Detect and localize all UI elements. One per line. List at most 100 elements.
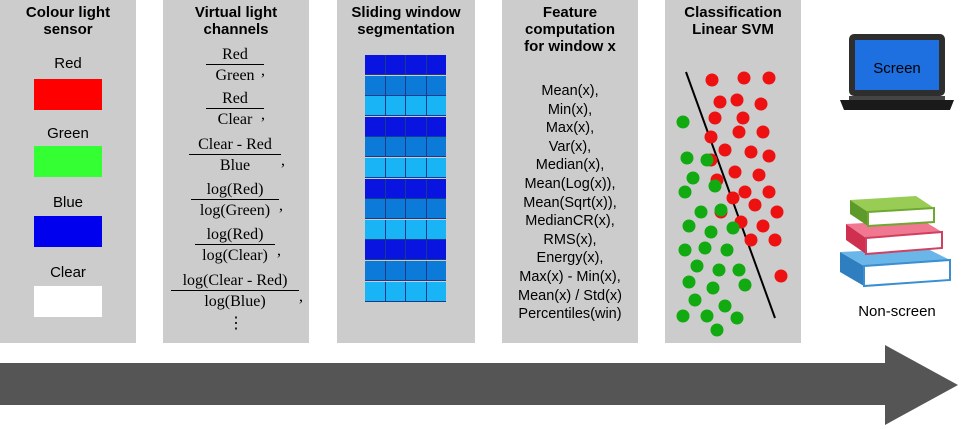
blue-swatch: [34, 216, 102, 247]
window-cell: [406, 240, 427, 261]
fraction-numerator: log(Red): [206, 181, 264, 198]
feature-item: Mean(x) / Std(x): [518, 287, 622, 304]
comma: ,: [299, 288, 303, 305]
window-cell: [406, 158, 427, 178]
non-screen-label: Non-screen: [858, 303, 936, 320]
window-cell: [406, 199, 427, 220]
fraction-bar: [195, 244, 275, 245]
window-cell: [365, 96, 386, 117]
window-cell: [365, 158, 386, 178]
window-row: [365, 199, 446, 220]
fraction-denominator: Green: [215, 67, 255, 84]
process-arrow: [0, 345, 958, 425]
window-cell: [365, 240, 386, 261]
fraction-bar: [171, 290, 299, 291]
window-cell: [406, 137, 427, 158]
virtual-title-line2: channels: [203, 21, 269, 38]
green-point: [710, 323, 724, 337]
green-channel-label: Green: [47, 125, 89, 142]
feature-item: Percentiles(win): [518, 306, 622, 323]
green-point: [704, 225, 718, 239]
window-cell: [385, 178, 406, 199]
window-cell: [426, 282, 446, 302]
red-point: [748, 198, 762, 212]
feature-item: Min(x),: [547, 101, 593, 118]
feature-title-line2: computation: [525, 21, 615, 38]
window-cell: [385, 137, 406, 158]
window-cell: [385, 75, 406, 96]
red-point: [756, 219, 770, 233]
green-point: [708, 179, 722, 193]
fraction-denominator: Clear: [217, 111, 253, 128]
comma: ,: [261, 106, 265, 123]
green-point: [678, 185, 692, 199]
window-row: [365, 178, 446, 199]
red-swatch: [34, 79, 102, 110]
sensor-panel: Colour light sensor Red Green Blue Clear: [0, 0, 136, 343]
green-point: [738, 278, 752, 292]
window-cell: [426, 96, 446, 117]
green-point: [718, 299, 732, 313]
blue-channel-label: Blue: [52, 194, 84, 211]
sliding-title: Sliding window segmentation: [337, 4, 475, 38]
window-row: [365, 281, 446, 302]
comma: ,: [279, 197, 283, 214]
window-cell: [385, 158, 406, 178]
feature-item: MedianCR(x),: [525, 213, 615, 230]
window-cell: [385, 261, 406, 281]
feature-item: Max(x) - Min(x),: [519, 269, 621, 285]
feature-item: Mean(Sqrt(x)),: [523, 194, 617, 211]
red-point: [762, 149, 776, 163]
window-cell: [365, 178, 386, 199]
comma: ,: [261, 62, 265, 79]
green-point: [730, 311, 744, 325]
fraction-numerator: Clear - Red: [198, 136, 272, 153]
red-point: [737, 71, 751, 85]
red-point: [768, 233, 782, 247]
comma: ,: [277, 242, 281, 259]
window-cell: [426, 76, 446, 96]
window-cell: [426, 199, 446, 220]
window-cell: [406, 281, 427, 302]
window-cell: [365, 75, 386, 96]
fraction-numerator: log(Clear - Red): [182, 272, 288, 289]
window-row: [365, 219, 446, 240]
green-point: [712, 263, 726, 277]
green-point: [682, 219, 696, 233]
green-point: [690, 259, 704, 273]
window-cell: [426, 220, 446, 240]
window-cell: [365, 137, 386, 158]
feature-title-line1: Feature: [542, 4, 598, 21]
fraction-log-clear-minus-red-log-blue: log(Clear - Red)log(Blue): [171, 271, 299, 311]
feature-item: Mean(Log(x)),: [524, 176, 616, 192]
window-cell: [426, 261, 446, 281]
laptop-icon: [840, 34, 954, 110]
window-row: [365, 96, 446, 117]
red-point: [752, 168, 766, 182]
red-point: [730, 93, 744, 107]
sensor-title: Colour light sensor: [0, 4, 136, 38]
fraction-denominator: Blue: [219, 157, 251, 174]
window-row: [365, 55, 446, 75]
red-point: [713, 95, 727, 109]
feature-item: Median(x),: [535, 157, 605, 174]
green-point: [700, 153, 714, 167]
red-point: [744, 233, 758, 247]
books-icon: [840, 196, 951, 288]
green-point: [714, 203, 728, 217]
feature-title: Feature computation for window x: [502, 4, 638, 55]
fraction-numerator: Red: [222, 90, 248, 107]
window-cell: [385, 219, 406, 240]
red-point: [756, 125, 770, 139]
red-point: [726, 191, 740, 205]
window-cell: [406, 96, 427, 117]
red-point: [736, 111, 750, 125]
green-point: [694, 205, 708, 219]
feature-item: Var(x),: [548, 138, 592, 155]
red-point: [718, 143, 732, 157]
virtual-title: Virtual light channels: [163, 4, 309, 38]
window-cell: [365, 261, 386, 281]
